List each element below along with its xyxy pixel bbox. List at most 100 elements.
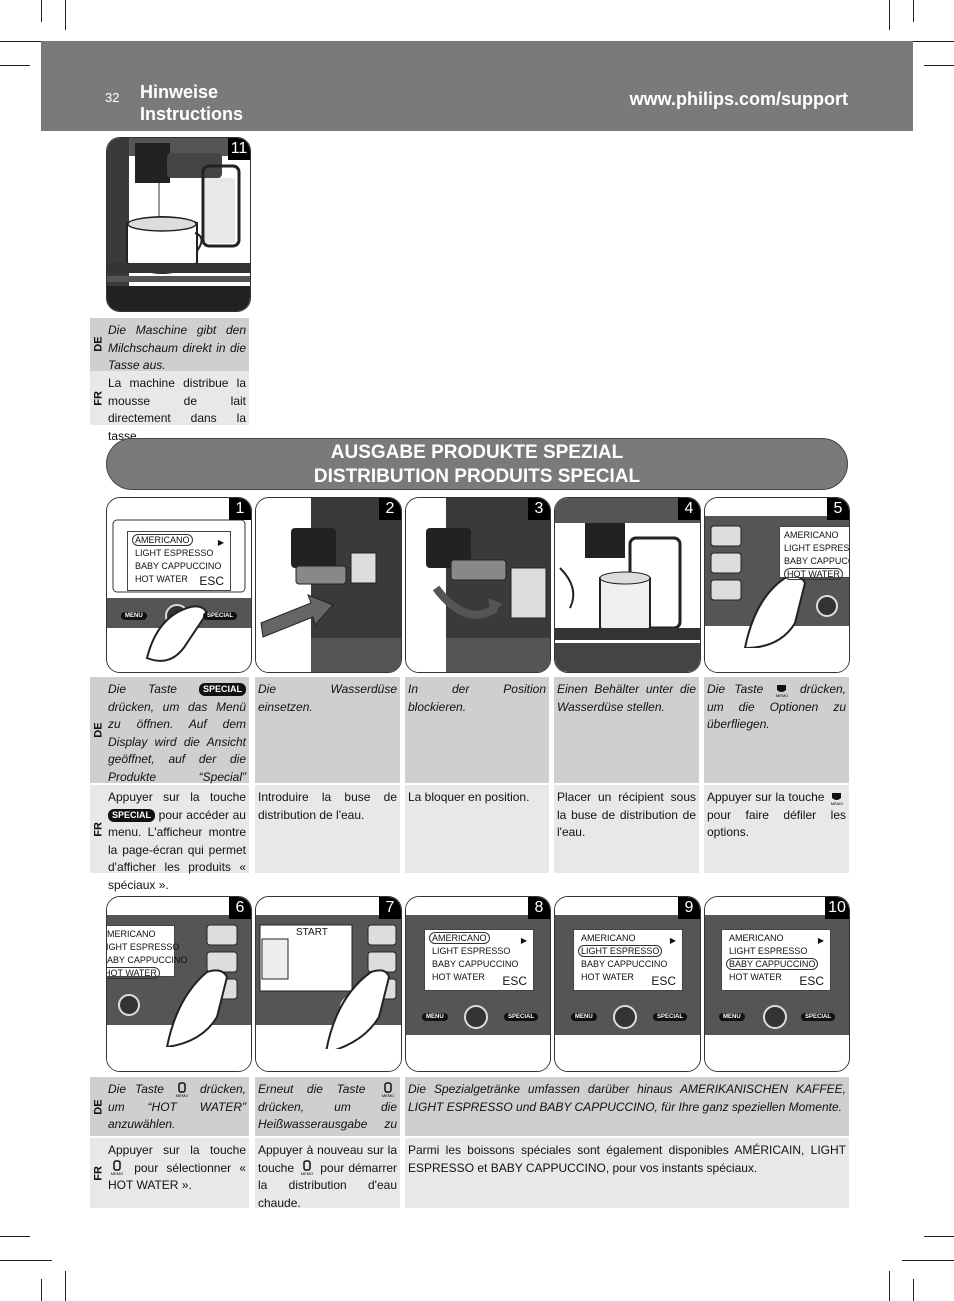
- crop-mark: [889, 0, 890, 30]
- step-2-fr: Introduire la buse de distribution de l'…: [258, 790, 397, 822]
- menu-item-hot-water: HOT WATER: [581, 972, 634, 982]
- page-title: Hinweise Instructions: [140, 81, 243, 125]
- menu-item-americano: AMERICANO: [784, 530, 839, 540]
- step-4-fr-text: Placer un récipient sous la buse de dist…: [554, 785, 699, 873]
- special-button[interactable]: SPECIAL: [504, 1013, 539, 1021]
- step-3-fr: La bloquer en position.: [408, 790, 530, 804]
- step-1-fr-pre: Appuyer sur la touche: [108, 790, 246, 804]
- page-header: 32 Hinweise Instructions www.philips.com…: [41, 41, 913, 131]
- crop-mark: [0, 1260, 52, 1261]
- step-6-illustration: AMERICANO LIGHT ESPRESSO BABY CAPPUCCINO…: [106, 896, 252, 1072]
- water-memo-icon: MEMO: [176, 1082, 188, 1098]
- place-container-drawing: [555, 498, 700, 672]
- crop-mark: [0, 1236, 30, 1237]
- step-number: 1: [229, 498, 251, 520]
- note-de: Die Spezialgetränke umfassen darüber hin…: [408, 1082, 846, 1114]
- title-fr: Instructions: [140, 104, 244, 124]
- step-number: 6: [229, 897, 251, 919]
- step-3-de-text: In der Position blockieren.: [405, 677, 549, 783]
- crop-mark: [41, 0, 42, 22]
- note-fr: Parmi les boissons spéciales sont égalem…: [408, 1143, 846, 1175]
- arrow-right-icon: ▶: [669, 936, 676, 945]
- cup-memo-icon: MEMO: [775, 684, 788, 698]
- step-number: 3: [528, 498, 550, 520]
- step-number: 8: [528, 897, 550, 919]
- step-1-illustration: AMERICANO LIGHT ESPRESSO BABY CAPPUCCINO…: [106, 497, 252, 673]
- crop-mark: [913, 0, 914, 22]
- crop-mark: [0, 65, 30, 66]
- step-1-de-pre: Die Taste: [108, 682, 177, 696]
- crop-mark: [902, 41, 954, 42]
- step-number: 11: [228, 138, 250, 160]
- step-6-de-post: drücken, um “HOT WATER” anzuwählen.: [108, 1082, 246, 1131]
- menu-button[interactable]: MENU: [719, 1013, 745, 1021]
- menu-item-hot-water: HOT WATER: [135, 574, 188, 584]
- step-2-illustration: 2: [255, 497, 402, 673]
- step-11-fr: La machine distribue la mousse de lait d…: [108, 376, 246, 443]
- esc-label: ESC: [651, 974, 676, 988]
- step-5-fr-text: Appuyer sur la touche MEMO pour faire dé…: [704, 785, 849, 873]
- step-2-de: Die Wasserdüse einsetzen.: [258, 682, 397, 714]
- menu-item-hot-water: HOT WATER: [729, 972, 782, 982]
- page-number: 32: [105, 90, 120, 105]
- menu-item-baby-cappuccino: BABY CAPPUCCINO: [784, 556, 849, 566]
- memo-panel-drawing: [107, 897, 251, 1071]
- start-panel-drawing: [256, 897, 401, 1071]
- lang-label-fr: FR: [92, 822, 105, 837]
- menu-item-baby-cappuccino: BABY CAPPUCCINO: [135, 561, 222, 571]
- crop-mark: [924, 65, 954, 66]
- lang-label-fr: FR: [92, 1166, 105, 1181]
- step-1-de-text: DE Die Taste SPECIAL drücken, um das Men…: [90, 677, 249, 801]
- display-screen: AMERICANO LIGHT ESPRESSO BABY CAPPUCCINO…: [573, 929, 683, 991]
- menu-item-light-espresso: LIGHT ESPRESSO: [135, 548, 214, 558]
- step-7-illustration: START 7: [255, 896, 402, 1072]
- crop-mark: [0, 41, 52, 42]
- step-7-fr-pre: Appuyer à nouveau sur la touche: [258, 1143, 397, 1175]
- step-number: 2: [379, 498, 401, 520]
- svg-text:MEMO: MEMO: [176, 1093, 188, 1098]
- step-3-de: In der Position blockieren.: [408, 682, 546, 714]
- menu-item-hot-water: HOT WATER: [784, 568, 843, 580]
- step-5-illustration: AMERICANO LIGHT ESPRESSO BABY CAPPUCCINO…: [704, 497, 850, 673]
- step-7-de-pre: Erneut die Taste: [258, 1082, 366, 1096]
- special-button[interactable]: SPECIAL: [653, 1013, 688, 1021]
- banner-de: AUSGABE PRODUKTE SPEZIAL: [330, 442, 624, 463]
- step-11-de: Die Maschine gibt den Milchschaum direkt…: [108, 323, 246, 372]
- machine-with-cup-drawing: [107, 138, 250, 311]
- menu-item-baby-cappuccino: BABY CAPPUCCINO: [106, 955, 188, 965]
- water-memo-icon: MEMO: [301, 1160, 313, 1176]
- step-7-fr-post: pour démarrer la distribution d'eau chau…: [258, 1160, 397, 1210]
- step-10-illustration: AMERICANO LIGHT ESPRESSO BABY CAPPUCCINO…: [704, 896, 850, 1072]
- step-11-fr-text: FR La machine distribue la mousse de lai…: [90, 371, 249, 443]
- crop-mark: [65, 1271, 66, 1301]
- step-6-de-pre: Die Taste: [108, 1082, 164, 1096]
- menu-item-light-espresso: LIGHT ESPRESSO: [432, 946, 511, 956]
- crop-mark: [913, 1279, 914, 1301]
- title-de: Hinweise: [140, 82, 219, 102]
- display-screen: AMERICANO LIGHT ESPRESSO BABY CAPPUCCINO…: [779, 526, 849, 580]
- step-11-illustration: 11: [106, 137, 251, 312]
- menu-button[interactable]: MENU: [571, 1013, 597, 1021]
- step-5-fr-post: pour faire défiler les options.: [707, 807, 846, 840]
- menu-button[interactable]: MENU: [422, 1013, 448, 1021]
- arrow-right-icon: ▶: [817, 936, 824, 945]
- step-number: 7: [379, 897, 401, 919]
- menu-button[interactable]: MENU: [121, 612, 147, 620]
- special-button[interactable]: SPECIAL: [203, 612, 238, 620]
- step-3-illustration: 3: [405, 497, 551, 673]
- insert-nozzle-drawing: [256, 498, 401, 672]
- step-number: 10: [825, 897, 849, 919]
- menu-item-baby-cappuccino: BABY CAPPUCCINO: [432, 959, 519, 969]
- step-5-de-post: drücken, um die Optionen zu überfliegen.: [707, 682, 847, 731]
- display-screen: AMERICANO LIGHT ESPRESSO BABY CAPPUCCINO…: [721, 929, 831, 991]
- step-9-illustration: AMERICANO LIGHT ESPRESSO BABY CAPPUCCINO…: [554, 896, 701, 1072]
- esc-label: ESC: [799, 974, 824, 988]
- crop-mark: [41, 1279, 42, 1301]
- special-button[interactable]: SPECIAL: [801, 1013, 836, 1021]
- step-7-fr-text: Appuyer à nouveau sur la touche MEMO pou…: [255, 1138, 400, 1210]
- svg-text:MEMO: MEMO: [301, 1171, 313, 1176]
- water-memo-icon: MEMO: [382, 1082, 394, 1098]
- step-6-fr-post: pour sélectionner « HOT WATER ».: [108, 1160, 246, 1193]
- step-number: 9: [678, 897, 700, 919]
- display-screen: AMERICANO LIGHT ESPRESSO BABY CAPPUCCINO…: [127, 531, 231, 591]
